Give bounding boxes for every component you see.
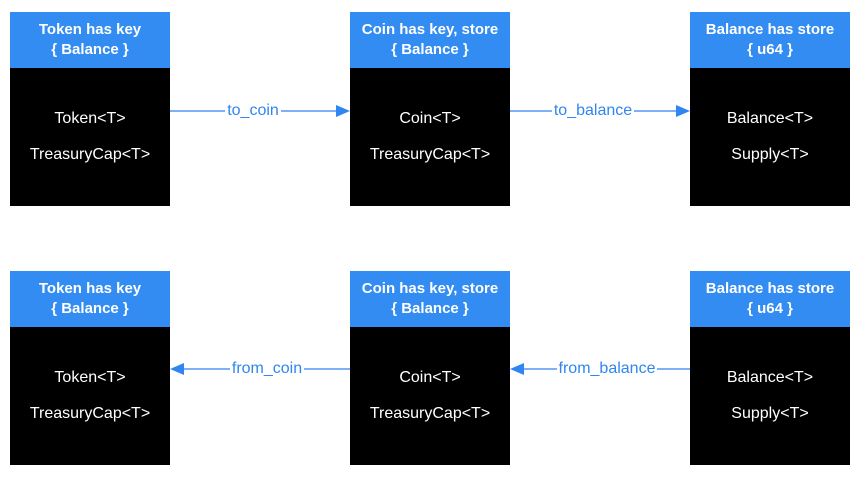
arrowhead-left-icon <box>170 363 184 375</box>
header-line1: Balance has store <box>705 280 835 297</box>
header-line1: Coin has key, store <box>361 21 499 38</box>
header-line2: { u64 } <box>747 300 793 317</box>
arrow-label: to_coin <box>227 102 279 119</box>
type-box-header: Coin has key, store { Balance } <box>350 271 510 327</box>
type-box-balance-bottom: Balance has store { u64 } Balance<T> Sup… <box>690 271 850 465</box>
type-box-body: Token<T> TreasuryCap<T> <box>10 327 170 465</box>
type-item: TreasuryCap<T> <box>369 146 491 163</box>
type-item: Coin<T> <box>399 110 461 127</box>
arrowhead-right-icon <box>336 105 350 117</box>
type-item: TreasuryCap<T> <box>29 146 151 163</box>
type-box-header: Token has key { Balance } <box>10 271 170 327</box>
arrow-line <box>280 110 336 112</box>
arrow-label: from_balance <box>558 360 656 377</box>
arrow-to-balance: to_balance <box>510 99 691 123</box>
header-line1: Token has key <box>38 280 142 297</box>
type-box-balance-top: Balance has store { u64 } Balance<T> Sup… <box>690 12 850 206</box>
arrow-label: to_balance <box>553 102 633 119</box>
arrow-to-coin: to_coin <box>170 99 350 123</box>
type-item: TreasuryCap<T> <box>29 405 151 422</box>
header-line2: { Balance } <box>391 41 469 58</box>
arrow-from-coin: from_coin <box>170 357 350 381</box>
arrow-line <box>304 368 350 370</box>
type-box-body: Token<T> TreasuryCap<T> <box>10 68 170 206</box>
arrowhead-right-icon <box>676 105 691 117</box>
header-line2: { Balance } <box>51 300 129 317</box>
header-line1: Balance has store <box>705 21 835 38</box>
type-item: Token<T> <box>54 110 126 127</box>
type-box-body: Balance<T> Supply<T> <box>690 327 850 465</box>
arrow-line <box>510 110 552 112</box>
type-box-coin-bottom: Coin has key, store { Balance } Coin<T> … <box>350 271 510 465</box>
header-line2: { u64 } <box>747 41 793 58</box>
type-box-header: Balance has store { u64 } <box>690 271 850 327</box>
arrow-line <box>524 368 557 370</box>
type-box-body: Balance<T> Supply<T> <box>690 68 850 206</box>
type-box-token-top: Token has key { Balance } Token<T> Treas… <box>10 12 170 206</box>
type-item: Supply<T> <box>731 405 809 422</box>
header-line1: Coin has key, store <box>361 280 499 297</box>
arrow-label: from_coin <box>231 360 303 377</box>
type-box-header: Token has key { Balance } <box>10 12 170 68</box>
header-line2: { Balance } <box>391 300 469 317</box>
arrow-from-balance: from_balance <box>510 357 691 381</box>
type-box-body: Coin<T> TreasuryCap<T> <box>350 68 510 206</box>
type-item: Supply<T> <box>731 146 809 163</box>
type-item: Token<T> <box>54 369 126 386</box>
type-box-body: Coin<T> TreasuryCap<T> <box>350 327 510 465</box>
arrow-line <box>634 110 677 112</box>
type-box-header: Coin has key, store { Balance } <box>350 12 510 68</box>
type-item: Balance<T> <box>726 110 814 127</box>
arrow-line <box>184 368 230 370</box>
type-box-header: Balance has store { u64 } <box>690 12 850 68</box>
type-item: Coin<T> <box>399 369 461 386</box>
type-item: TreasuryCap<T> <box>369 405 491 422</box>
arrow-line <box>170 110 226 112</box>
header-line1: Token has key <box>38 21 142 38</box>
type-box-coin-top: Coin has key, store { Balance } Coin<T> … <box>350 12 510 206</box>
type-box-token-bottom: Token has key { Balance } Token<T> Treas… <box>10 271 170 465</box>
type-item: Balance<T> <box>726 369 814 386</box>
arrow-line <box>657 368 691 370</box>
header-line2: { Balance } <box>51 41 129 58</box>
arrowhead-left-icon <box>510 363 524 375</box>
